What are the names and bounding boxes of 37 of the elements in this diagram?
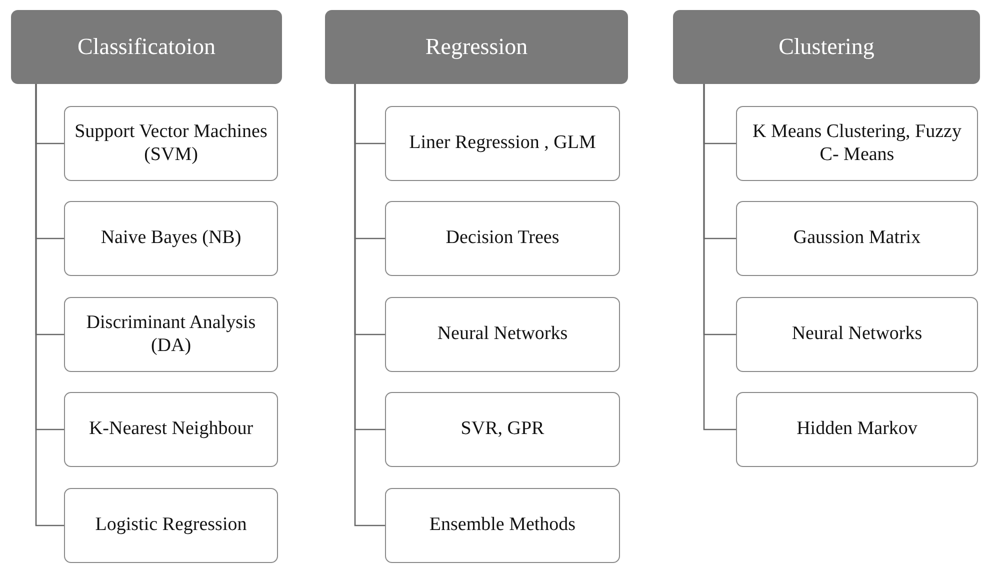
header-text: Regression	[425, 34, 528, 60]
method-label: Naive Bayes (NB)	[100, 227, 242, 250]
method-label: K Means Clustering, Fuzzy C- Means	[752, 120, 962, 166]
connector-line	[35, 84, 64, 526]
method-box	[736, 392, 978, 467]
method-box	[385, 488, 620, 563]
method-box	[385, 201, 620, 276]
method-box	[64, 106, 278, 181]
method-label: Gaussion Matrix	[793, 227, 921, 250]
connector-line	[354, 84, 385, 526]
method-label: Liner Regression , GLM	[409, 132, 596, 155]
method-label: Logistic Regression	[95, 514, 247, 537]
method-box	[385, 297, 620, 372]
method-label: Neural Networks	[437, 323, 568, 346]
method-box	[736, 297, 978, 372]
category-header	[673, 10, 980, 84]
method-label: Discriminant Analysis (DA)	[85, 312, 257, 358]
method-label: SVR, GPR	[460, 418, 544, 441]
method-label: Support Vector Machines (SVM)	[74, 120, 268, 166]
category-header	[325, 10, 628, 84]
method-box	[64, 297, 278, 372]
method-box	[736, 201, 978, 276]
category-header	[11, 10, 282, 84]
method-box	[385, 106, 620, 181]
method-label: K-Nearest Neighbour	[88, 418, 254, 441]
method-label: Ensemble Methods	[429, 514, 576, 537]
method-box	[64, 488, 278, 563]
method-label: Neural Networks	[792, 323, 922, 346]
method-box	[64, 392, 278, 467]
connector-line	[703, 84, 736, 430]
header-text: Classificatoion	[78, 34, 216, 60]
method-box	[736, 106, 978, 181]
method-label: Decision Trees	[446, 227, 560, 250]
method-label: Hidden Markov	[796, 418, 918, 441]
method-box	[385, 392, 620, 467]
method-box	[64, 201, 278, 276]
header-text: Clustering	[778, 34, 874, 60]
